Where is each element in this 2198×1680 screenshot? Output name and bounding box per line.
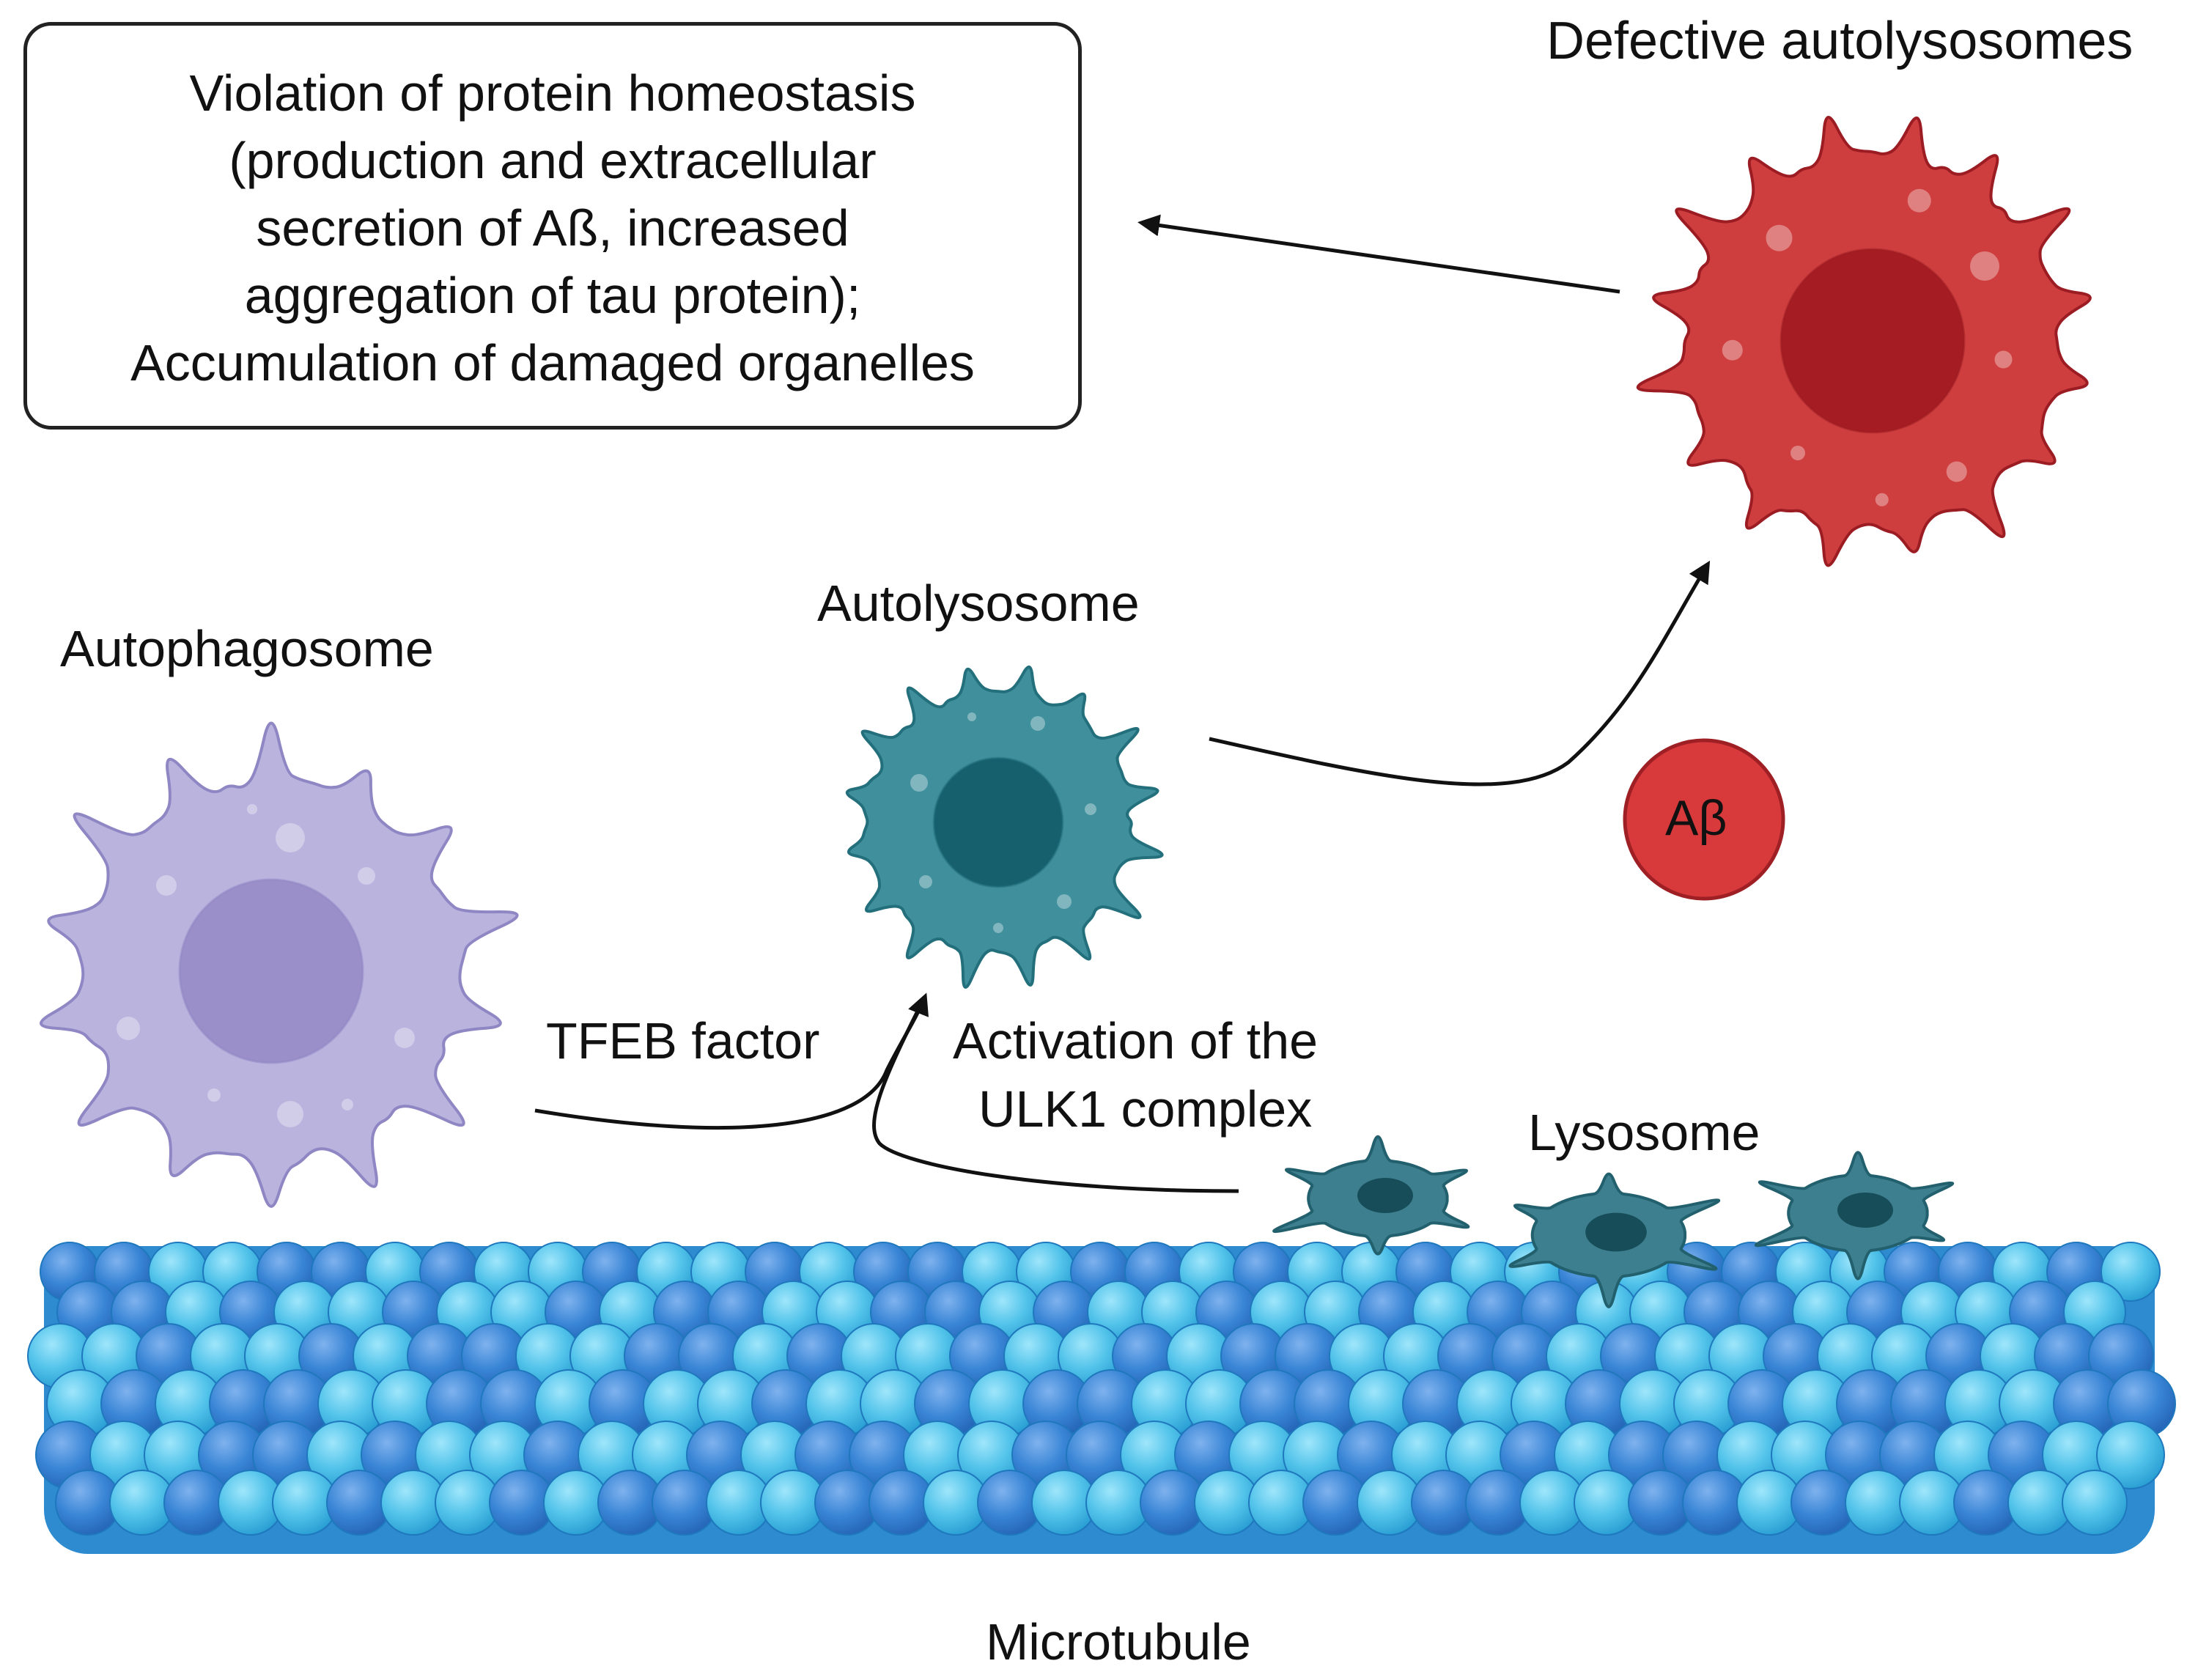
outcome-line: Accumulation of damaged organelles xyxy=(130,334,975,391)
vesicle-dot xyxy=(1875,493,1889,506)
tubulin-subunit xyxy=(2096,1421,2165,1489)
vesicle-dot xyxy=(993,923,1003,933)
vesicle-dot xyxy=(1907,188,1931,213)
cell-nucleus xyxy=(932,756,1064,888)
lysosome-nucleus xyxy=(1837,1193,1893,1228)
vesicle-dot xyxy=(156,875,177,896)
vesicle-dot xyxy=(1057,894,1072,909)
vesicle-dot xyxy=(207,1088,221,1102)
vesicle-dot xyxy=(1030,716,1045,731)
vesicle-dot xyxy=(247,804,257,814)
defective-autolysosome-cell xyxy=(1636,116,2092,567)
vesicle-dot xyxy=(1766,224,1793,251)
label-abeta: Aβ xyxy=(1665,790,1727,846)
label-defective-autolysosomes: Defective autolysosomes xyxy=(1546,12,2134,70)
arrow-to-outcome xyxy=(1137,214,1620,294)
label-autophagosome: Autophagosome xyxy=(60,620,434,677)
label-tfeb-factor: TFEB factor xyxy=(546,1012,820,1069)
vesicle-dot xyxy=(910,774,928,792)
vesicle-dot xyxy=(358,867,375,885)
cell-nucleus xyxy=(1780,248,1966,434)
vesicle-dot xyxy=(1946,461,1967,482)
lysosome-nucleus xyxy=(1585,1212,1647,1252)
abeta-particle xyxy=(1623,738,1785,901)
arrow-ulk1 xyxy=(872,995,1239,1193)
outcome-line: aggregation of tau protein); xyxy=(244,267,861,324)
cell-nucleus xyxy=(178,878,364,1064)
label-microtubule: Microtubule xyxy=(986,1613,1251,1670)
outcome-line: (production and extracellular xyxy=(229,132,877,189)
label-lysosome: Lysosome xyxy=(1528,1104,1760,1161)
autophagosome-cell xyxy=(40,721,519,1208)
outcome-text: Violation of protein homeostasis (produc… xyxy=(27,59,1078,397)
lysosome-nucleus xyxy=(1357,1178,1413,1213)
autolysosome-cell xyxy=(845,665,1164,989)
vesicle-dot xyxy=(277,1101,303,1127)
outcome-line: Violation of protein homeostasis xyxy=(189,65,916,122)
label-autolysosome: Autolysosome xyxy=(817,575,1140,632)
lysosome xyxy=(1508,1172,1721,1308)
vesicle-dot xyxy=(117,1017,140,1040)
lysosome xyxy=(1755,1151,1954,1281)
vesicle-dot xyxy=(342,1099,353,1110)
lysosome xyxy=(1272,1135,1470,1256)
vesicle-dot xyxy=(394,1028,415,1048)
vesicle-dot xyxy=(1970,251,1999,281)
arrow-to-defective xyxy=(1209,560,1711,786)
outcome-box: Violation of protein homeostasis (produc… xyxy=(23,22,1082,430)
label-ulk1-line1: Activation of the xyxy=(953,1012,1319,1069)
tubulin-subunit xyxy=(2101,1242,2161,1302)
outcome-line: secretion of Aß, increased xyxy=(256,199,849,257)
vesicle-dot xyxy=(1791,446,1805,460)
vesicle-dot xyxy=(919,875,932,888)
vesicle-dot xyxy=(1994,350,2013,369)
label-ulk1-line2: ULK1 complex xyxy=(978,1080,1313,1138)
lysosome-group xyxy=(1272,1135,1954,1308)
vesicle-dot xyxy=(967,712,976,721)
vesicle-dot xyxy=(276,823,305,852)
vesicle-dot xyxy=(1085,803,1096,815)
tubulin-subunit xyxy=(2062,1470,2128,1536)
microtubule-filament xyxy=(27,1242,2176,1554)
vesicle-dot xyxy=(1722,339,1743,361)
